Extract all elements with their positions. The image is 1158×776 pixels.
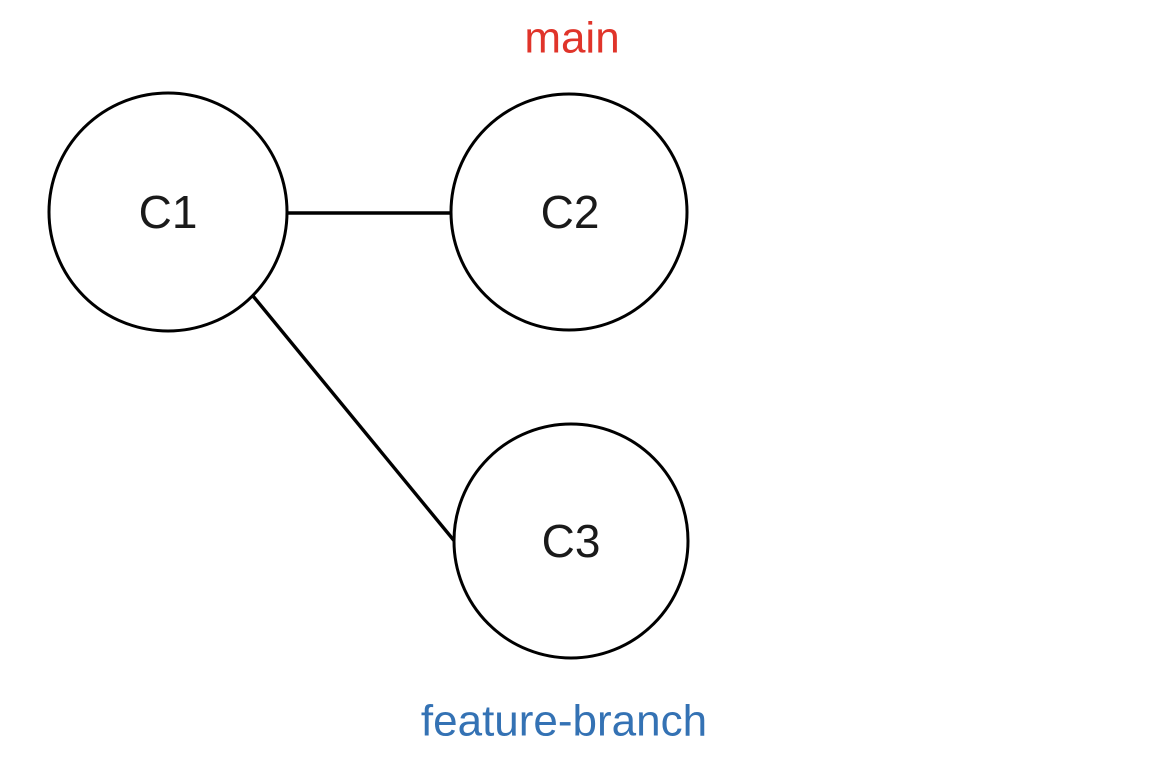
branch-label-feature-branch: feature-branch bbox=[421, 697, 707, 746]
commit-node-c3[interactable] bbox=[452, 422, 690, 660]
commit-label-c2: C2 bbox=[541, 186, 600, 238]
branch-label-main: main bbox=[524, 14, 619, 63]
commit-label-c1: C1 bbox=[139, 186, 198, 238]
commit-node-c1[interactable] bbox=[47, 91, 289, 333]
commit-label-c3: C3 bbox=[542, 515, 601, 567]
commit-node-c2[interactable] bbox=[449, 92, 689, 332]
edge-c1-to-c3 bbox=[251, 294, 458, 545]
